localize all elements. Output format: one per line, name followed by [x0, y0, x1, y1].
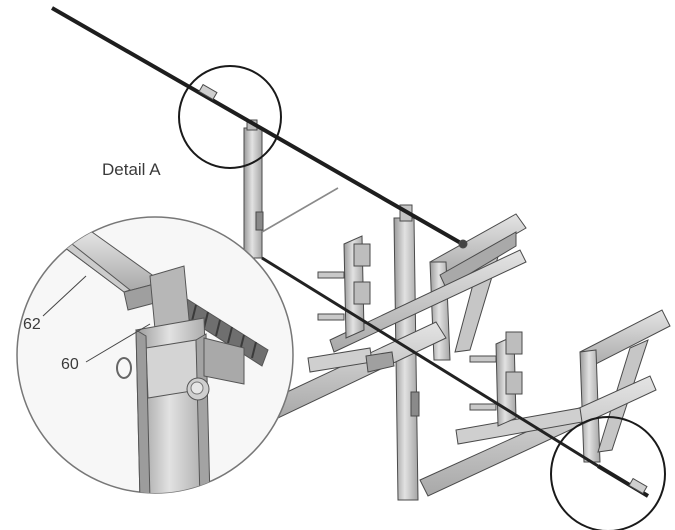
lower-right-bracket: [419, 309, 671, 497]
middle-vertical-post: [393, 204, 420, 501]
detail-a-label: Detail A: [102, 160, 161, 179]
detail-a-marker-circle: [178, 65, 282, 169]
detail-a-magnified-view: [16, 216, 294, 494]
detail-vertical-post: [135, 317, 211, 493]
callout-60-label: 60: [61, 356, 79, 373]
scaffold-assembly: [51, 6, 671, 501]
lower-rod-coupler: [628, 477, 648, 495]
top-rod-end-nut: [458, 239, 468, 249]
middle-tie-rod: [261, 256, 599, 468]
callout-62-leader: [42, 275, 87, 317]
top-rod-coupler: [198, 83, 218, 101]
left-vertical-post: [243, 119, 264, 259]
rod-end-marker-circle: [550, 416, 666, 530]
callout-60-leader: [85, 323, 151, 363]
callout-62-label: 62: [23, 316, 41, 333]
top-tie-rod: [51, 6, 467, 248]
right-plate-assembly: [469, 331, 523, 427]
middle-plate-assembly: [317, 235, 371, 339]
detail-leader-line: [261, 187, 339, 233]
